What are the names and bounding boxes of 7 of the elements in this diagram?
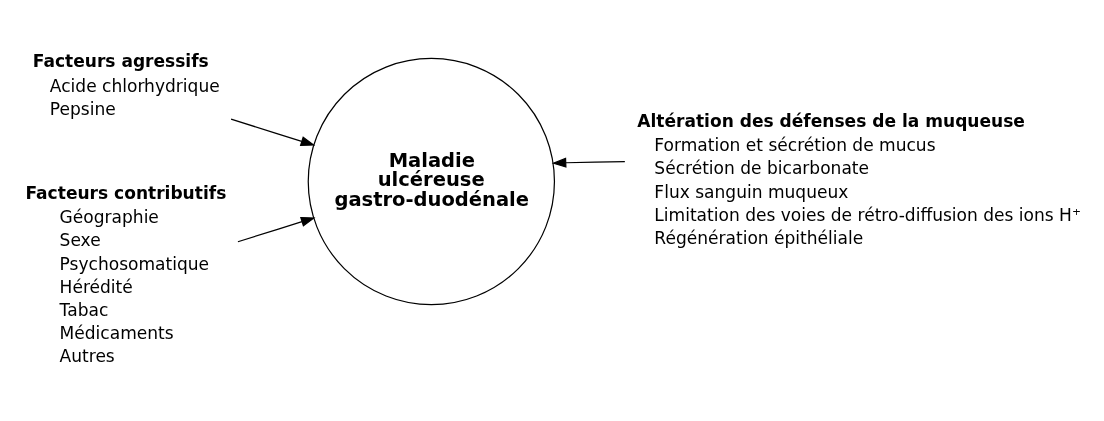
node-text: Facteurs agressifs Acide chlorhydrique Pepsine <box>32 51 220 119</box>
node-text: Altération des défenses de la muqueuse Formation et sécrétion de mucus Sécrétion de bicarbonate Flux sanguin muqueux Limitation des voies de rétro-diffusion des ions H⁺ Régénération épithéliale <box>637 110 1081 248</box>
node-circle: Maladie ulcéreuse gastro-duodénale <box>307 57 556 306</box>
arrow <box>230 118 316 147</box>
arrow <box>237 216 316 243</box>
node-text: Facteurs contributifs Géographie Sexe Psychosomatique Hérédité Tabac Médicaments Autres <box>25 182 227 367</box>
arrow <box>551 157 626 168</box>
